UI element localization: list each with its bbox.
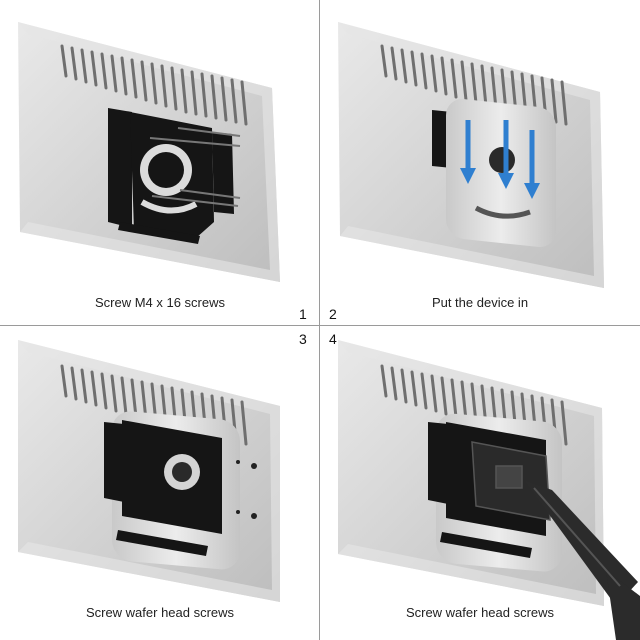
step-1-panel: Screw M4 x 16 screws (0, 0, 320, 320)
step-3-number: 3 (299, 331, 307, 347)
step-3-panel: Screw wafer head screws (0, 320, 320, 640)
horizontal-divider (0, 325, 640, 326)
step-3-caption: Screw wafer head screws (85, 605, 235, 620)
step-4-caption: Screw wafer head screws (405, 605, 555, 620)
step-3-illustration (18, 340, 280, 602)
step-4-number: 4 (329, 331, 337, 347)
vertical-divider (319, 0, 320, 640)
step-1-number: 1 (299, 306, 307, 322)
step-2-number: 2 (329, 306, 337, 322)
step-1-illustration (18, 22, 280, 282)
step-2-illustration (338, 22, 604, 288)
step-4-panel: Screw wafer head screws (320, 320, 640, 640)
step-4-illustration (338, 340, 640, 640)
screws (149, 127, 241, 207)
wafer-screws (236, 460, 257, 519)
step-1-caption: Screw M4 x 16 screws (94, 295, 226, 310)
insert-arrows (460, 120, 540, 199)
vesa-plate (471, 441, 551, 521)
step-2-caption: Put the device in (431, 295, 529, 310)
step-2-panel: Put the device in (320, 0, 640, 320)
